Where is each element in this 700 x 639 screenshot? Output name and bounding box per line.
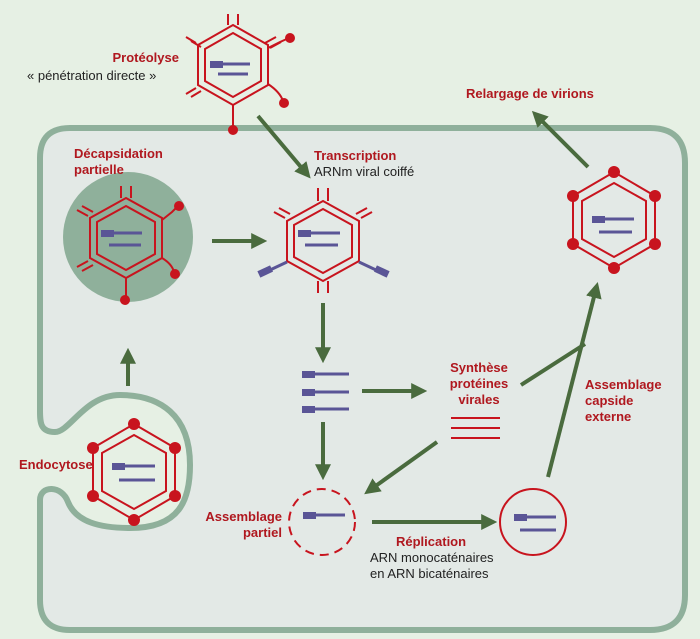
mrna-stack: [302, 371, 349, 413]
arrow-replication-to-virion: [546, 282, 602, 478]
arrow-proteins-to-virion: [519, 342, 587, 387]
decapsidation-vesicle: [63, 172, 193, 302]
label-endocytose: Endocytose: [19, 457, 93, 472]
label-assemblage-partiel-1: Assemblage: [205, 509, 282, 524]
transcription-mrna-out: [257, 260, 390, 278]
cell-membrane: [37, 125, 688, 633]
label-decapsidation-1: Décapsidation: [74, 146, 163, 161]
proteolysis-capsid: [185, 14, 290, 127]
replication-particle: [499, 488, 567, 556]
label-replication-desc-2: en ARN bicaténaires: [370, 566, 489, 581]
label-penetration: « pénétration directe »: [27, 68, 157, 83]
label-replication: Réplication: [396, 534, 467, 549]
label-assemblage-capside-1: Assemblage: [585, 377, 662, 392]
decapsidation-rna: [101, 230, 142, 247]
arrow-virion-to-release: [531, 110, 590, 169]
decapsidation-red-dots: [120, 201, 184, 305]
label-proteolyse: Protéolyse: [112, 50, 179, 65]
proteolysis-rna: [210, 61, 250, 76]
label-synthese-1: Synthèse: [450, 360, 508, 375]
label-assemblage-capside-2: capside: [585, 393, 634, 408]
label-synthese-2: protéines: [449, 376, 509, 391]
viral-proteins: [451, 417, 500, 439]
mature-virion: [567, 166, 661, 274]
transcription-rna: [298, 230, 340, 247]
label-decapsidation-2: partielle: [74, 162, 124, 177]
label-arnm: ARNm viral coiffé: [314, 164, 415, 179]
label-assemblage-capside-3: externe: [585, 409, 632, 424]
pathway-arrows: [120, 110, 602, 530]
label-replication-desc-1: ARN monocaténaires: [370, 550, 494, 565]
label-synthese-3: virales: [458, 392, 500, 407]
label-assemblage-partiel-2: partiel: [242, 525, 282, 540]
label-relargage: Relargage de virions: [466, 86, 594, 101]
label-transcription: Transcription: [314, 148, 397, 163]
endocytosis-virion: [87, 418, 181, 526]
proteolysis-red-dots: [228, 33, 295, 135]
arrow-proteins-to-partial-assembly: [364, 440, 439, 495]
partial-assembly-particle: [288, 488, 356, 556]
arrow-proteolysis-to-transcription: [256, 114, 311, 179]
